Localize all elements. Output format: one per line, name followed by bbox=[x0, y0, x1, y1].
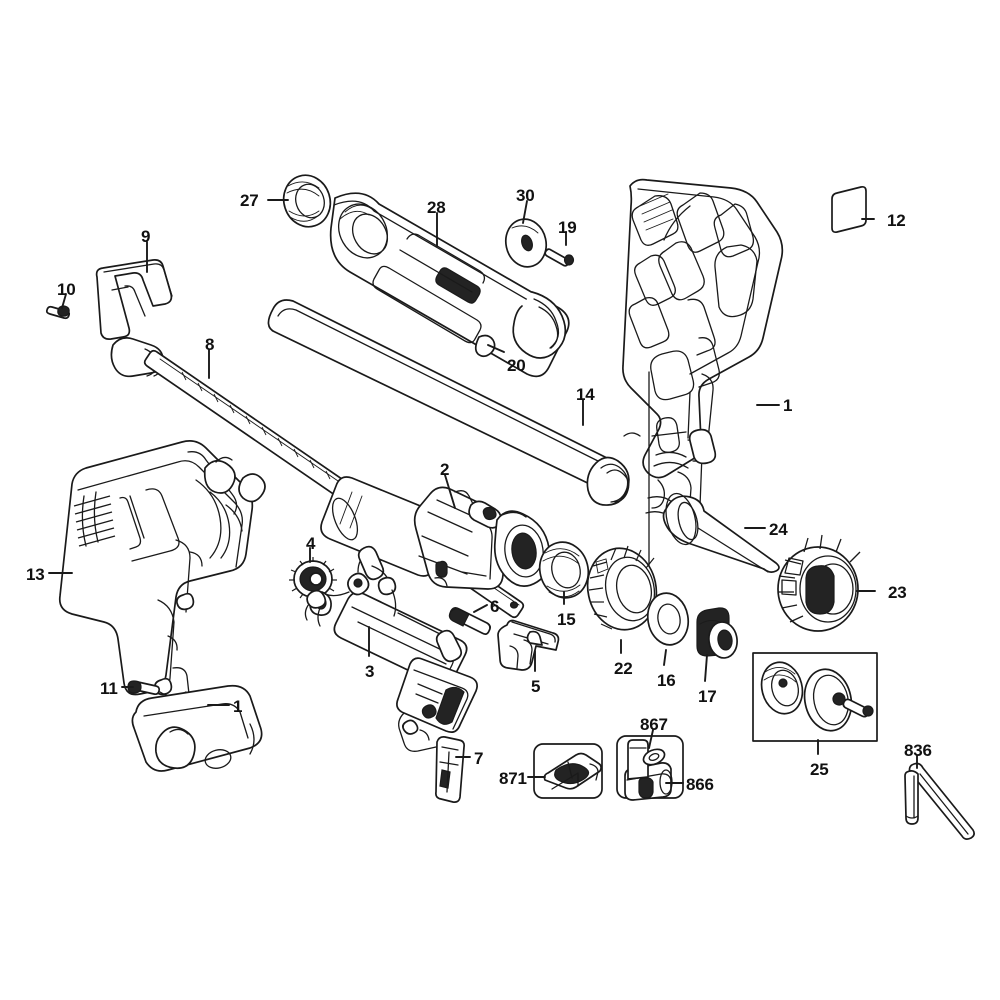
part-14-tube bbox=[267, 299, 630, 506]
callout-leader-lines bbox=[48, 199, 918, 784]
leader-line-30 bbox=[522, 200, 528, 224]
part-1-housing-half-right bbox=[622, 178, 784, 573]
part-2-motor-gearbox bbox=[320, 476, 551, 590]
part-27-seal-ring bbox=[282, 174, 332, 228]
part-867-clip bbox=[642, 748, 666, 766]
part-30-disc bbox=[504, 218, 548, 268]
callout-label-10: 10 bbox=[57, 280, 76, 299]
leader-line-6 bbox=[473, 604, 488, 613]
part-11-screw bbox=[127, 680, 161, 696]
part-5-carriage-clip bbox=[497, 619, 560, 671]
callout-label-12: 12 bbox=[887, 211, 906, 230]
part-22-collar-nut bbox=[586, 545, 658, 631]
callout-label-1r: 1 bbox=[783, 396, 793, 415]
leader-line-20 bbox=[487, 344, 505, 353]
leader-line-10 bbox=[61, 293, 67, 309]
callout-label-28: 28 bbox=[427, 198, 446, 217]
callout-label-16: 16 bbox=[657, 671, 676, 690]
callout-label-1l: 1 bbox=[233, 697, 243, 716]
callout-label-13: 13 bbox=[26, 565, 45, 584]
callout-label-19: 19 bbox=[558, 218, 577, 237]
callout-label-11: 11 bbox=[100, 679, 118, 698]
leader-line-2 bbox=[444, 474, 456, 509]
callout-label-15: 15 bbox=[557, 610, 576, 629]
part-15-bearing-ring bbox=[538, 541, 590, 599]
callout-label-836: 836 bbox=[904, 741, 932, 760]
callout-label-30: 30 bbox=[516, 186, 535, 205]
part-19-screw bbox=[544, 248, 575, 267]
callout-label-867: 867 bbox=[640, 715, 668, 734]
callout-label-6: 6 bbox=[490, 597, 500, 616]
part-10-screw bbox=[45, 305, 71, 320]
callout-label-8: 8 bbox=[205, 335, 215, 354]
callout-label-25: 25 bbox=[810, 760, 829, 779]
callout-label-866: 866 bbox=[686, 775, 714, 794]
callout-label-871: 871 bbox=[499, 769, 527, 788]
leader-line-867 bbox=[648, 729, 654, 749]
callout-label-4: 4 bbox=[306, 534, 316, 553]
leader-line-16 bbox=[663, 649, 667, 666]
part-1-assembled-tool bbox=[58, 440, 266, 772]
part-23-nozzle-nut bbox=[777, 534, 861, 632]
part-3-switch-harness bbox=[304, 545, 478, 752]
callout-label-5: 5 bbox=[531, 677, 541, 696]
leader-line-17 bbox=[704, 654, 708, 682]
part-7-contact-blade bbox=[435, 736, 465, 803]
part-836-hex-key bbox=[904, 762, 975, 840]
part-25-cap-kit bbox=[752, 652, 878, 742]
callout-label-27: 27 bbox=[240, 191, 259, 210]
callout-label-2: 2 bbox=[440, 460, 450, 479]
callout-label-7: 7 bbox=[474, 749, 484, 768]
callout-label-3: 3 bbox=[365, 662, 375, 681]
callout-label-14: 14 bbox=[576, 385, 595, 404]
callout-label-17: 17 bbox=[698, 687, 717, 706]
part-17-bushing bbox=[696, 607, 738, 659]
callout-label-22: 22 bbox=[614, 659, 633, 678]
part-12-nameplate bbox=[831, 185, 867, 234]
part-24-nozzle-cone bbox=[662, 492, 780, 573]
callout-label-24: 24 bbox=[769, 520, 788, 539]
callout-label-23: 23 bbox=[888, 583, 907, 602]
part-871-charger bbox=[533, 743, 603, 799]
part-16-washer bbox=[646, 592, 690, 646]
part-28-barrel-half bbox=[329, 192, 570, 378]
callout-label-20: 20 bbox=[507, 356, 526, 375]
part-6-pin bbox=[448, 607, 491, 635]
callout-label-9: 9 bbox=[141, 227, 151, 246]
